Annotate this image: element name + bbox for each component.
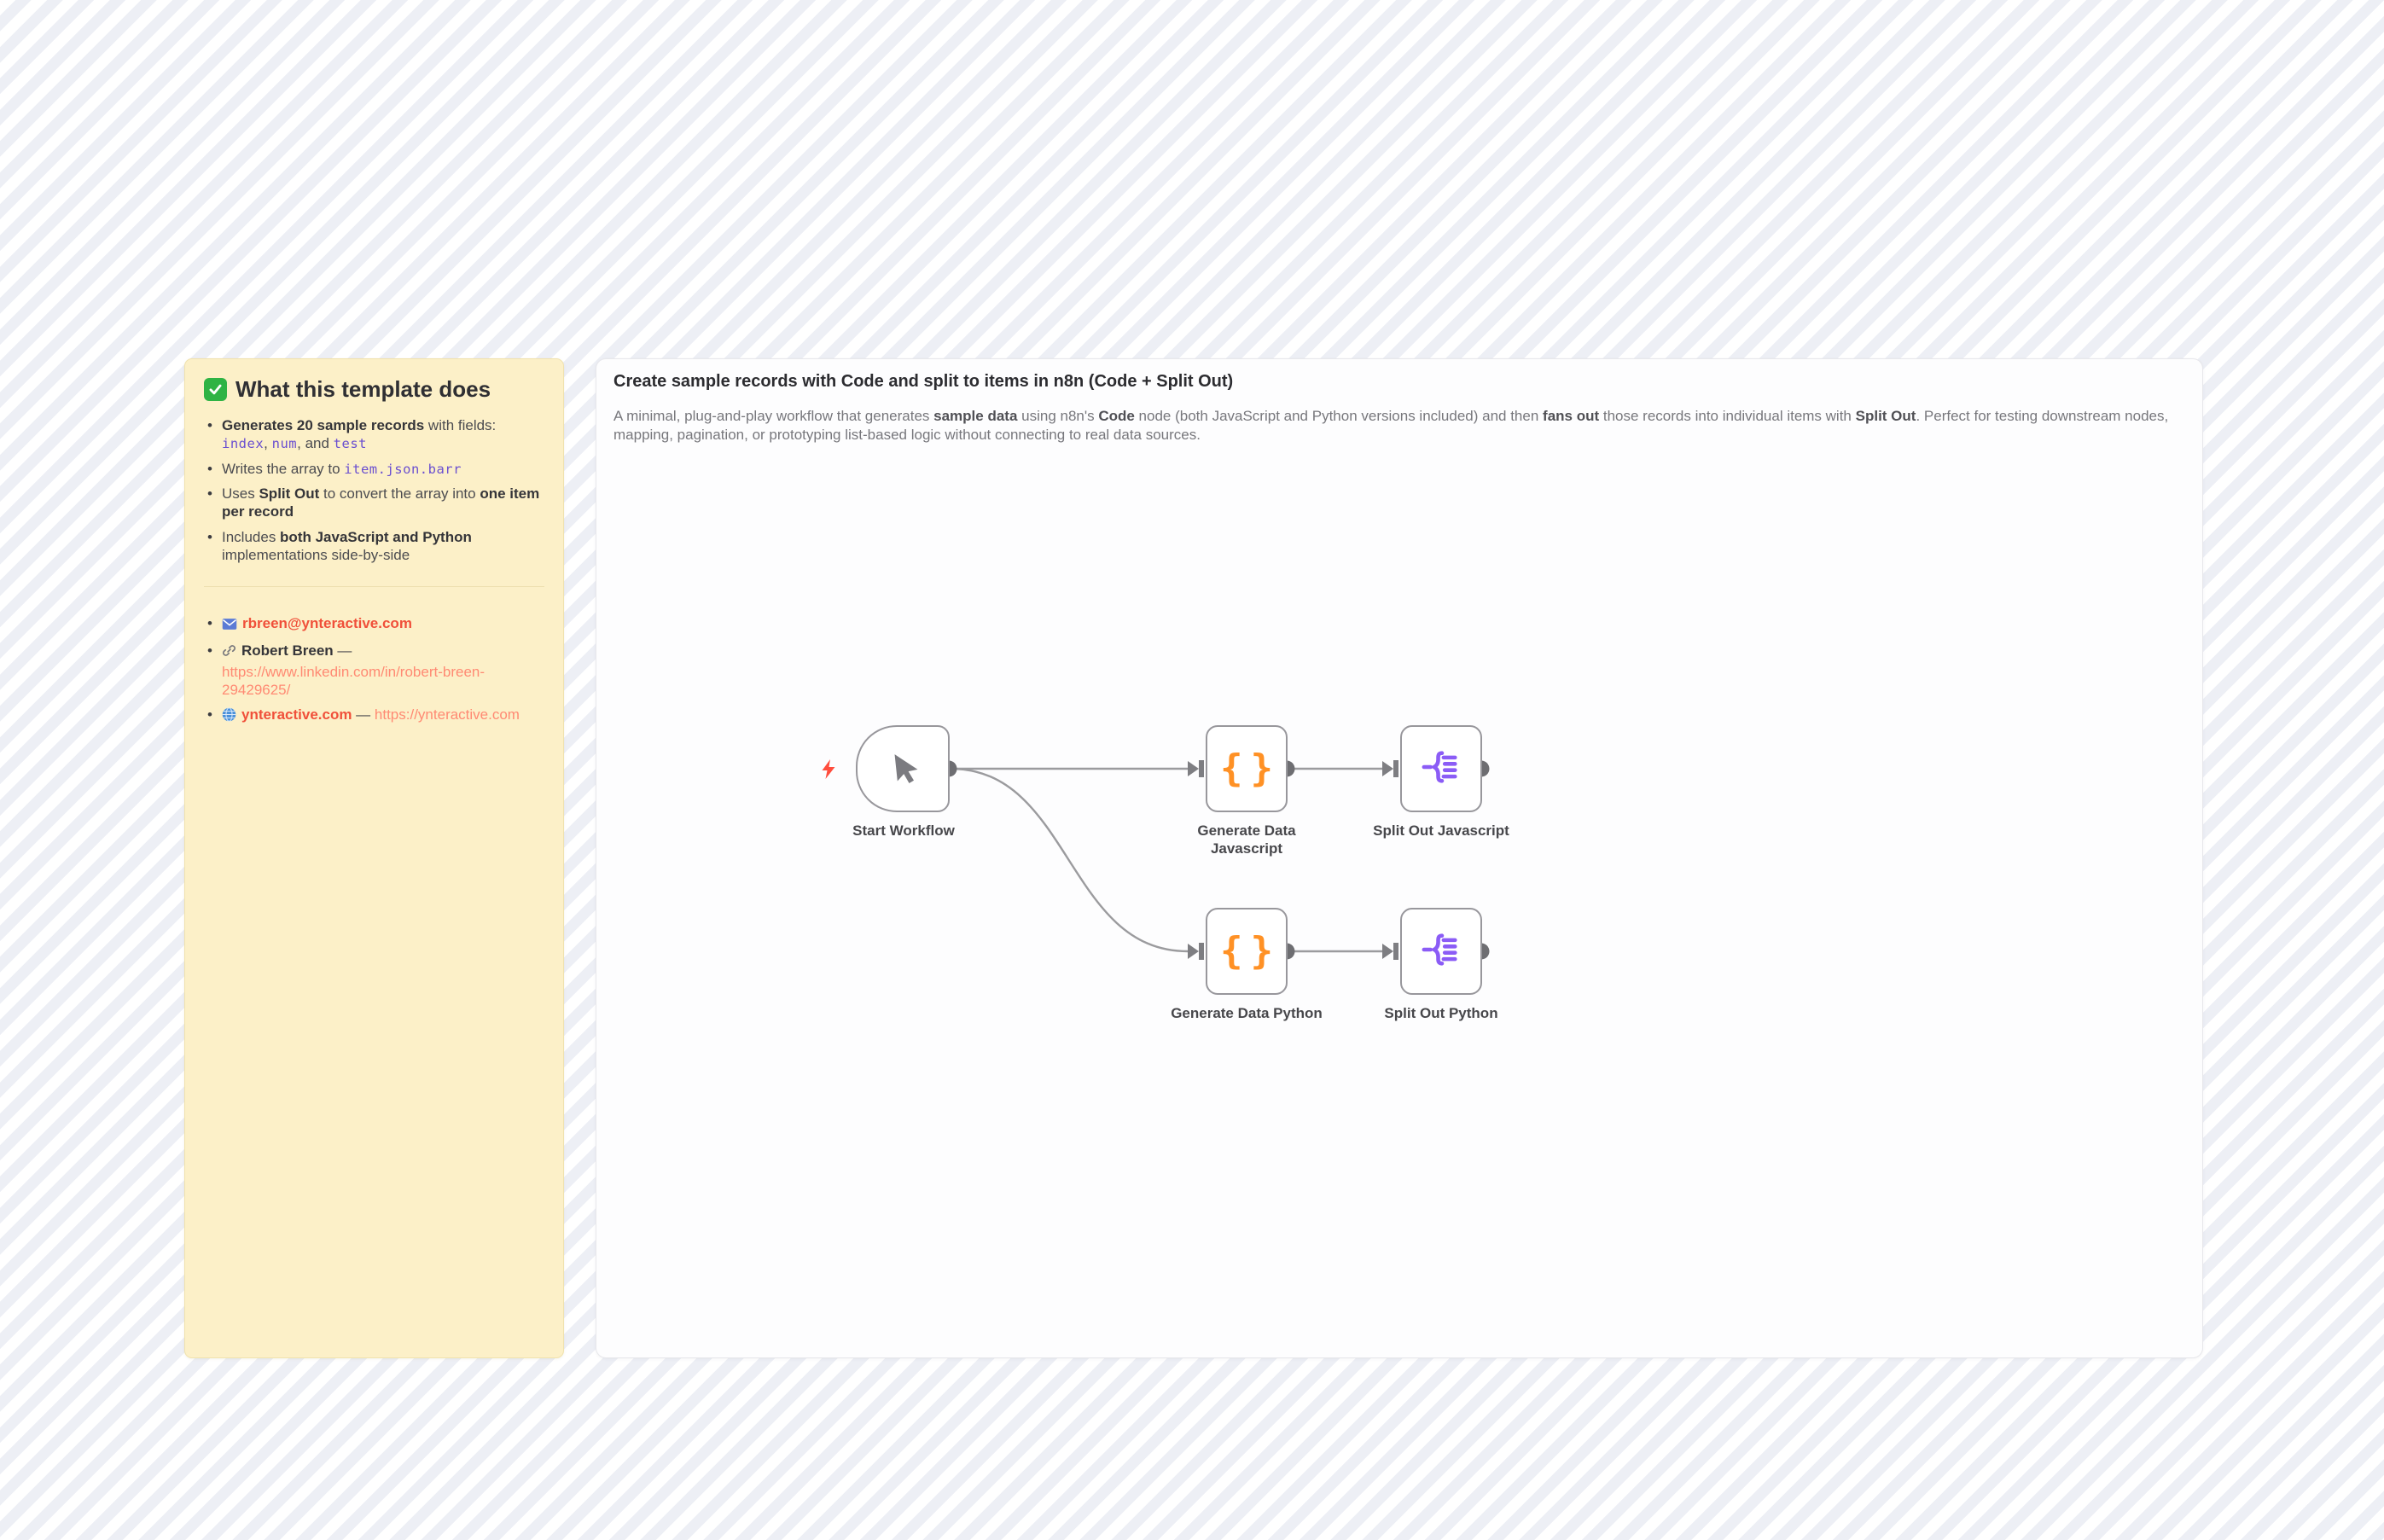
node-split-out-javascript[interactable] [1400, 725, 1482, 812]
green-checkmark-icon [204, 378, 227, 401]
link-icon [222, 643, 236, 662]
website-link[interactable]: ynteractive.com [241, 706, 352, 723]
template-feature-list: Generates 20 sample records with fields:… [204, 416, 544, 564]
contact-item-email: rbreen@ynteractive.com [204, 614, 544, 635]
node-generate-data-javascript[interactable] [1206, 725, 1288, 812]
node-label-split-out-javascript: Split Out Javascript [1373, 822, 1509, 839]
contact-list: rbreen@ynteractive.com Robert Breen — ht… [204, 614, 544, 726]
workflow-description: A minimal, plug-and-play workflow that g… [613, 408, 2169, 444]
node-split-out-python[interactable] [1400, 908, 1482, 995]
feature-item: Uses Split Out to convert the array into… [204, 485, 544, 521]
cursor-icon [885, 749, 921, 789]
sticky-title-text: What this template does [235, 376, 491, 402]
split-out-icon [1420, 747, 1462, 791]
sticky-divider [204, 586, 544, 587]
contact-item-website: ynteractive.com — https://ynteractive.co… [204, 706, 544, 726]
code-braces-icon [1220, 933, 1273, 970]
feature-item: Generates 20 sample records with fields:… [204, 416, 544, 453]
feature-item: Writes the array to item.json.barr [204, 460, 544, 479]
node-generate-data-python[interactable] [1206, 908, 1288, 995]
feature-item: Includes both JavaScript and Python impl… [204, 528, 544, 565]
workflow-title: Create sample records with Code and spli… [613, 372, 1234, 391]
website-url-link[interactable]: https://ynteractive.com [374, 706, 520, 723]
description-panel[interactable]: Create sample records with Code and spli… [596, 358, 2203, 1358]
node-start-workflow[interactable] [856, 725, 950, 812]
globe-icon [222, 707, 236, 726]
node-label-start-workflow: Start Workflow [852, 822, 955, 839]
linkedin-link[interactable]: https://www.linkedin.com/in/robert-breen… [222, 663, 486, 698]
email-link[interactable]: rbreen@ynteractive.com [242, 615, 412, 631]
code-braces-icon [1220, 750, 1273, 787]
split-out-icon [1420, 930, 1462, 973]
trigger-bolt-icon [819, 758, 838, 784]
sticky-note-title: What this template does [204, 376, 544, 403]
node-label-generate-data-python: Generate Data Python [1171, 1005, 1323, 1021]
contact-name: Robert Breen [241, 642, 334, 660]
contact-item-linkedin: Robert Breen — https://www.linkedin.com/… [204, 642, 544, 699]
email-icon [222, 617, 237, 635]
sticky-note[interactable]: What this template does Generates 20 sam… [184, 358, 564, 1358]
node-label-generate-data-javascript: Generate Data Javascript [1197, 822, 1296, 857]
node-label-split-out-python: Split Out Python [1384, 1005, 1498, 1021]
